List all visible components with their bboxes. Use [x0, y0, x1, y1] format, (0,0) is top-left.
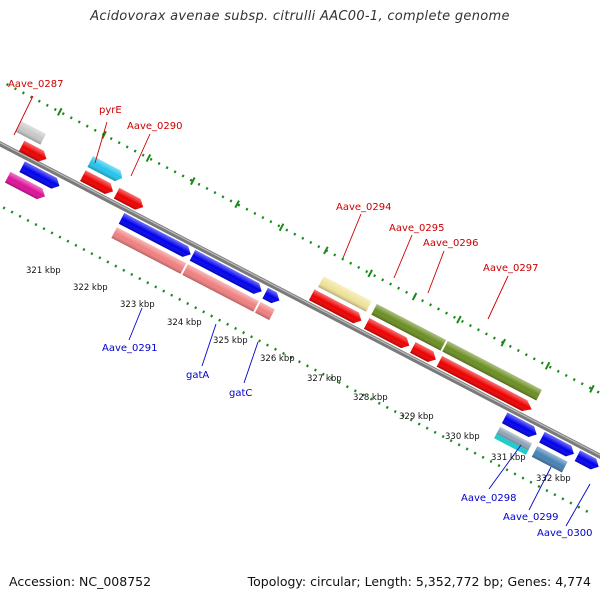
kbp-label: 323 kbp: [120, 300, 155, 310]
genome-backbone: [0, 122, 600, 478]
gene-label-aave-0296[interactable]: Aave_0296: [423, 238, 479, 249]
major-ticks: [57, 107, 595, 393]
gene-gatA-feature[interactable]: [182, 249, 266, 312]
gene-feature-blue-left[interactable]: [19, 161, 62, 191]
gene-label-gatA[interactable]: gatA: [186, 370, 209, 381]
reverse-genes: [4, 161, 600, 473]
gene-feature-magenta[interactable]: [4, 171, 48, 202]
gene-label-aave-0295[interactable]: Aave_0295: [389, 223, 445, 234]
gene-label-aave-0298[interactable]: Aave_0298: [461, 493, 517, 504]
gene-aave-0290-feature[interactable]: [80, 170, 146, 212]
kbp-label: 332 kbp: [536, 474, 571, 484]
gene-aave-0295-feature[interactable]: [308, 289, 364, 327]
gene-gatC-feature[interactable]: [255, 287, 282, 321]
kbp-label: 322 kbp: [73, 283, 108, 293]
gene-aave-0299-feature[interactable]: [531, 431, 577, 473]
callout-lines-reverse: [128, 307, 591, 527]
gene-labels-forward: Aave_0287 pyrE Aave_0290 Aave_0294 Aave_…: [8, 79, 539, 274]
kbp-label: 325 kbp: [213, 336, 248, 346]
kbp-scale-labels: 321 kbp 322 kbp 323 kbp 324 kbp 325 kbp …: [26, 266, 571, 484]
gene-feature-red[interactable]: [18, 140, 49, 165]
topology-summary: Topology: circular; Length: 5,352,772 bp…: [247, 574, 591, 589]
kbp-label: 321 kbp: [26, 266, 61, 276]
tick-track-inner: [0, 181, 595, 517]
gene-aave-0297-feature[interactable]: [442, 340, 542, 401]
tick-track-outer: [5, 82, 600, 418]
gene-label-aave-0287[interactable]: Aave_0287: [8, 79, 64, 90]
callout-lines-forward: [13, 95, 509, 320]
gene-labels-reverse: Aave_0291 gatA gatC Aave_0298 Aave_0299 …: [102, 343, 593, 539]
kbp-label: 324 kbp: [167, 318, 202, 328]
gene-aave-0298-feature[interactable]: [494, 412, 539, 455]
gene-aave-0291-feature[interactable]: [111, 213, 193, 274]
kbp-label: 327 kbp: [307, 374, 342, 384]
accession-text: Accession: NC_008752: [9, 574, 152, 589]
gene-label-aave-0299[interactable]: Aave_0299: [503, 512, 559, 523]
kbp-label: 329 kbp: [399, 412, 434, 422]
gene-label-aave-0297[interactable]: Aave_0297: [483, 263, 539, 274]
map-title: Acidovorax avenae subsp. citrulli AAC00-…: [90, 9, 510, 24]
forward-genes: [15, 121, 542, 415]
gene-feature-red-2[interactable]: [363, 318, 535, 415]
gene-aave-0296-feature[interactable]: [371, 303, 447, 351]
kbp-label: 331 kbp: [491, 453, 526, 463]
gene-label-aave-0290[interactable]: Aave_0290: [127, 121, 183, 132]
gene-label-aave-0291[interactable]: Aave_0291: [102, 343, 158, 354]
gene-aave-0294-feature[interactable]: [318, 276, 372, 312]
gene-aave-0287-feature[interactable]: [15, 121, 46, 145]
kbp-label: 326 kbp: [260, 354, 295, 364]
gene-label-pyrE[interactable]: pyrE: [99, 105, 122, 116]
gene-label-gatC[interactable]: gatC: [229, 388, 252, 399]
gene-label-aave-0300[interactable]: Aave_0300: [537, 528, 593, 539]
gene-pyrE-feature[interactable]: [87, 156, 124, 183]
gene-aave-0300-feature[interactable]: [574, 450, 600, 472]
gene-label-aave-0294[interactable]: Aave_0294: [336, 202, 392, 213]
kbp-label: 328 kbp: [353, 393, 388, 403]
kbp-label: 330 kbp: [445, 432, 480, 442]
